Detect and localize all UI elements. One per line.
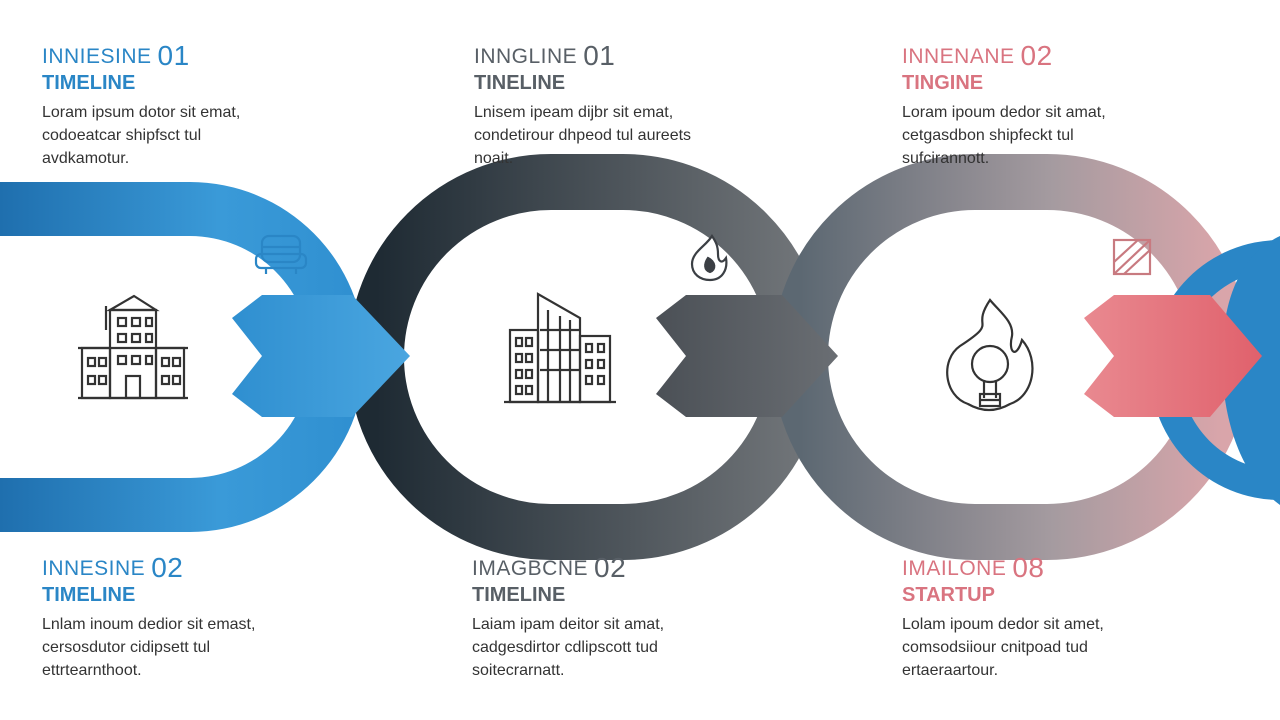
block-subtitle: TINGINE [902, 72, 984, 94]
block-subtitle: TIMELINE [42, 584, 136, 606]
block-subtitle: TIMELINE [42, 72, 136, 94]
block-number: 01 [157, 40, 190, 71]
arrow-pink [1084, 295, 1262, 417]
block-body: Loram ipsum dotor sit emat, codoeatcar s… [42, 104, 241, 167]
block-body: Loram ipoum dedor sit amat, cetgasdbon s… [902, 104, 1106, 167]
chain-link-blue-right-outer [1222, 236, 1280, 505]
block-number: 08 [1012, 552, 1045, 583]
crossed-box-icon [1112, 238, 1152, 276]
block-number: 02 [1020, 40, 1053, 71]
hotel-building-icon [78, 294, 188, 400]
block-body: Laiam ipam deitor sit amat, cadgesdirtor… [472, 616, 665, 679]
block-subtitle: STARTUP [902, 584, 995, 606]
block-subtitle: TIMELINE [472, 584, 566, 606]
fire-icon [690, 233, 728, 282]
block-body: Lnisem ipeam dijbr sit emat, condetirour… [474, 104, 692, 167]
block-subtitle: TINELINE [474, 72, 566, 94]
block-number: 01 [583, 40, 616, 71]
arrow-blue [232, 295, 410, 417]
sofa-icon [254, 234, 308, 274]
block-number: 02 [594, 552, 627, 583]
idea-lightbulb-icon [946, 298, 1034, 412]
block-number: 02 [151, 552, 184, 583]
office-building-icon [504, 292, 616, 404]
block-body: Lnlam inoum dedior sit emast, cersosduto… [42, 616, 256, 679]
block-body: Lolam ipoum dedor sit amet, comsodsiiour… [902, 616, 1104, 679]
chain-link-blue [0, 182, 365, 532]
arrow-gray [656, 295, 838, 417]
